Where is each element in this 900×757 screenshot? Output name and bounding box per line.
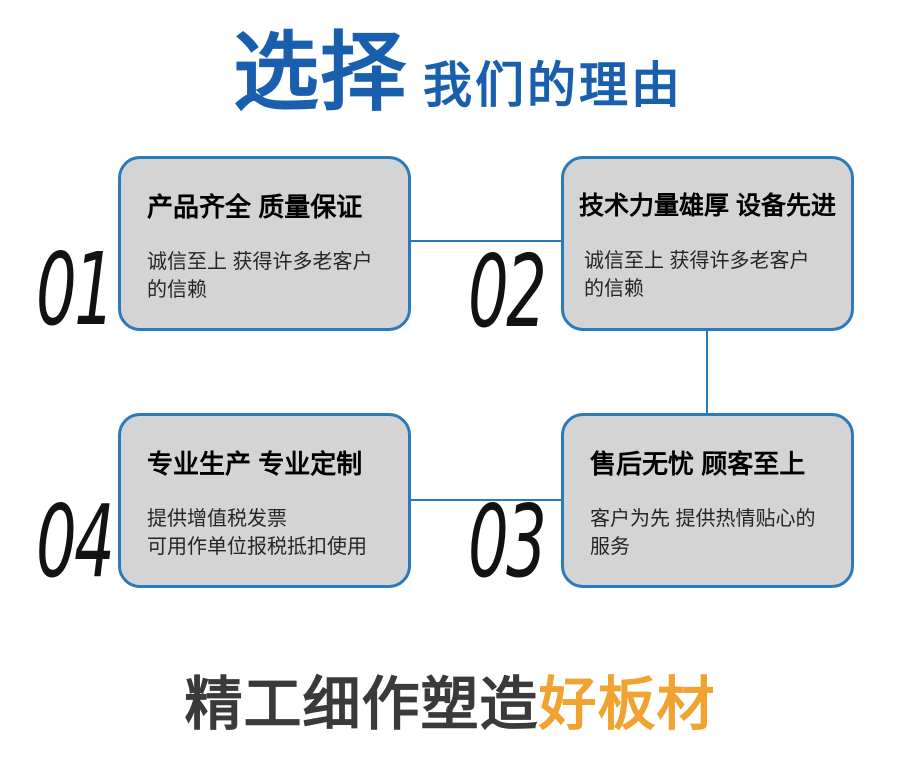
feature-card-02: 技术力量雄厚 设备先进 诚信至上 获得许多老客户 的信赖 (561, 156, 854, 331)
card-desc-04: 提供增值税发票 可用作单位报税抵扣使用 (147, 507, 367, 558)
feature-card-01: 产品齐全 质量保证 诚信至上 获得许多老客户 的信赖 (118, 156, 411, 331)
card-number-04: 04 (36, 483, 115, 600)
page-title-highlight: 选择 (233, 25, 407, 121)
card-title-02: 技术力量雄厚 设备先进 (579, 192, 836, 220)
card-title-01: 产品齐全 质量保证 (147, 192, 363, 222)
feature-card-04: 专业生产 专业定制 提供增值税发票 可用作单位报税抵扣使用 (118, 413, 411, 588)
footer-slogan-highlight: 好板材 (538, 672, 716, 737)
card-title-04: 专业生产 专业定制 (147, 449, 363, 479)
footer-slogan-main: 精工细作塑造 (184, 672, 539, 737)
footer-slogan: 精工细作塑造好板材 (0, 672, 900, 739)
card-number-02: 02 (468, 233, 547, 350)
page-title: 选择 我们的理由 (233, 25, 684, 121)
connector-card1-card2 (411, 240, 563, 242)
page-title-rest: 我们的理由 (423, 59, 684, 114)
card-desc-02: 诚信至上 获得许多老客户 的信赖 (584, 249, 810, 300)
card-desc-01: 诚信至上 获得许多老客户 的信赖 (147, 250, 373, 301)
card-desc-03: 客户为先 提供热情贴心的 服务 (590, 507, 816, 558)
feature-card-03: 售后无忧 顾客至上 客户为先 提供热情贴心的 服务 (561, 413, 854, 588)
card-number-01: 01 (36, 231, 115, 348)
connector-card4-card3 (411, 499, 563, 501)
card-title-03: 售后无忧 顾客至上 (590, 449, 806, 479)
card-number-03: 03 (468, 483, 547, 600)
connector-card2-card3 (706, 331, 708, 415)
